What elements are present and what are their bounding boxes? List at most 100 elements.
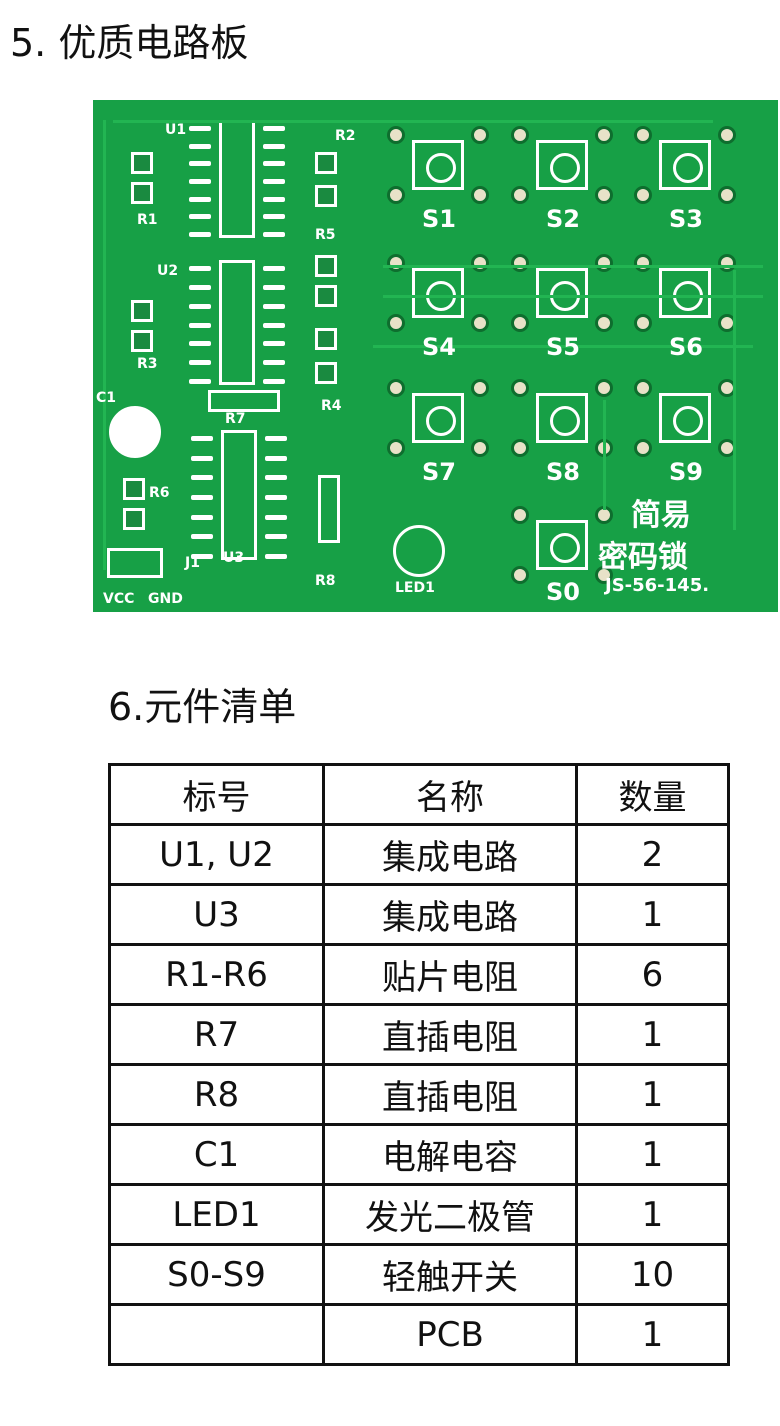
smd-resistor-pad xyxy=(315,362,337,384)
solder-pad xyxy=(511,314,529,332)
cell-designator: R8 xyxy=(108,1063,325,1126)
ic-pin xyxy=(189,303,211,309)
solder-pad xyxy=(511,254,529,272)
switch-label: S5 xyxy=(546,333,580,361)
tactile-switch-footprint xyxy=(659,140,711,190)
solder-pad xyxy=(595,186,613,204)
pcb-title-line1: 简易 xyxy=(631,498,691,533)
label-r8: R8 xyxy=(315,573,336,589)
switch-label: S7 xyxy=(422,458,456,486)
switch-label: S6 xyxy=(669,333,703,361)
ic-pin xyxy=(191,495,213,500)
label-r3: R3 xyxy=(137,356,158,372)
solder-pad xyxy=(511,379,529,397)
solder-pad xyxy=(387,439,405,457)
label-r2: R2 xyxy=(335,128,356,144)
label-r1: R1 xyxy=(137,212,158,228)
solder-pad xyxy=(595,126,613,144)
solder-pad xyxy=(387,254,405,272)
solder-pad xyxy=(634,254,652,272)
tactile-switch-footprint xyxy=(536,393,588,443)
ic-pin xyxy=(263,196,285,202)
header-designator: 标号 xyxy=(108,763,325,826)
cell-quantity: 1 xyxy=(575,1003,730,1066)
solder-pad xyxy=(718,126,736,144)
cell-name: 直插电阻 xyxy=(322,1063,578,1126)
ic-pin xyxy=(191,475,213,481)
ic-pin xyxy=(263,126,285,131)
smd-resistor-pad xyxy=(131,152,153,174)
ic-pin xyxy=(189,360,211,366)
tactile-switch-footprint xyxy=(412,140,464,190)
solder-pad xyxy=(718,186,736,204)
ic-pin xyxy=(263,232,285,237)
cell-quantity: 1 xyxy=(575,1063,730,1126)
pcb-title-line2: 密码锁 xyxy=(598,540,688,575)
ic-pin xyxy=(265,455,287,461)
ic-footprint xyxy=(221,430,257,560)
solder-pad xyxy=(471,126,489,144)
ic-pin xyxy=(189,143,211,149)
r7-footprint xyxy=(208,390,280,412)
tactile-switch-footprint xyxy=(659,268,711,318)
ic-pin xyxy=(263,341,285,347)
solder-pad xyxy=(387,186,405,204)
ic-pin xyxy=(265,534,287,540)
ic-pin xyxy=(265,436,287,441)
smd-resistor-pad xyxy=(131,300,153,322)
label-vcc: VCC xyxy=(103,591,135,607)
ic-pin xyxy=(189,266,211,271)
label-r7: R7 xyxy=(225,411,246,427)
ic-pin xyxy=(263,161,285,167)
cell-designator: R1-R6 xyxy=(108,943,325,1006)
ic-pin xyxy=(189,322,211,328)
smd-resistor-pad xyxy=(131,330,153,352)
tactile-switch-footprint xyxy=(536,140,588,190)
pcb-trace xyxy=(373,345,753,348)
ic-pin xyxy=(189,126,211,131)
cell-name: 贴片电阻 xyxy=(322,943,578,1006)
cell-name: 集成电路 xyxy=(322,883,578,946)
switch-label: S3 xyxy=(669,205,703,233)
ic-pin xyxy=(189,179,211,184)
pcb-trace xyxy=(383,295,763,298)
solder-pad xyxy=(511,566,529,584)
solder-pad xyxy=(634,439,652,457)
tactile-switch-footprint xyxy=(536,520,588,570)
switch-label: S0 xyxy=(546,578,580,606)
ic-pin xyxy=(265,514,287,520)
label-c1: C1 xyxy=(96,390,117,406)
switch-label: S8 xyxy=(546,458,580,486)
solder-pad xyxy=(595,314,613,332)
solder-pad xyxy=(387,126,405,144)
ic-footprint xyxy=(219,120,255,238)
switch-label: S9 xyxy=(669,458,703,486)
label-j1: J1 xyxy=(185,555,200,571)
cell-name: 直插电阻 xyxy=(322,1003,578,1066)
pcb-model: JS-56-145. xyxy=(605,575,710,596)
ic-pin xyxy=(263,284,285,290)
cell-quantity: 6 xyxy=(575,943,730,1006)
tactile-switch-footprint xyxy=(412,393,464,443)
section-6-title: 6.元件清单 xyxy=(108,685,297,729)
ic-pin xyxy=(265,475,287,481)
pcb-trace xyxy=(383,265,763,268)
solder-pad xyxy=(634,186,652,204)
r8-footprint xyxy=(318,475,340,543)
ic-pin xyxy=(265,495,287,500)
ic-pin xyxy=(191,436,213,441)
smd-resistor-pad xyxy=(315,328,337,350)
ic-pin xyxy=(191,554,213,559)
solder-pad xyxy=(511,439,529,457)
ic-pin xyxy=(189,196,211,202)
ic-pin xyxy=(263,179,285,184)
ic-pin xyxy=(263,322,285,328)
solder-pad xyxy=(511,186,529,204)
cell-name: 发光二极管 xyxy=(322,1183,578,1246)
cell-quantity: 1 xyxy=(575,1123,730,1186)
ic-pin xyxy=(265,554,287,559)
